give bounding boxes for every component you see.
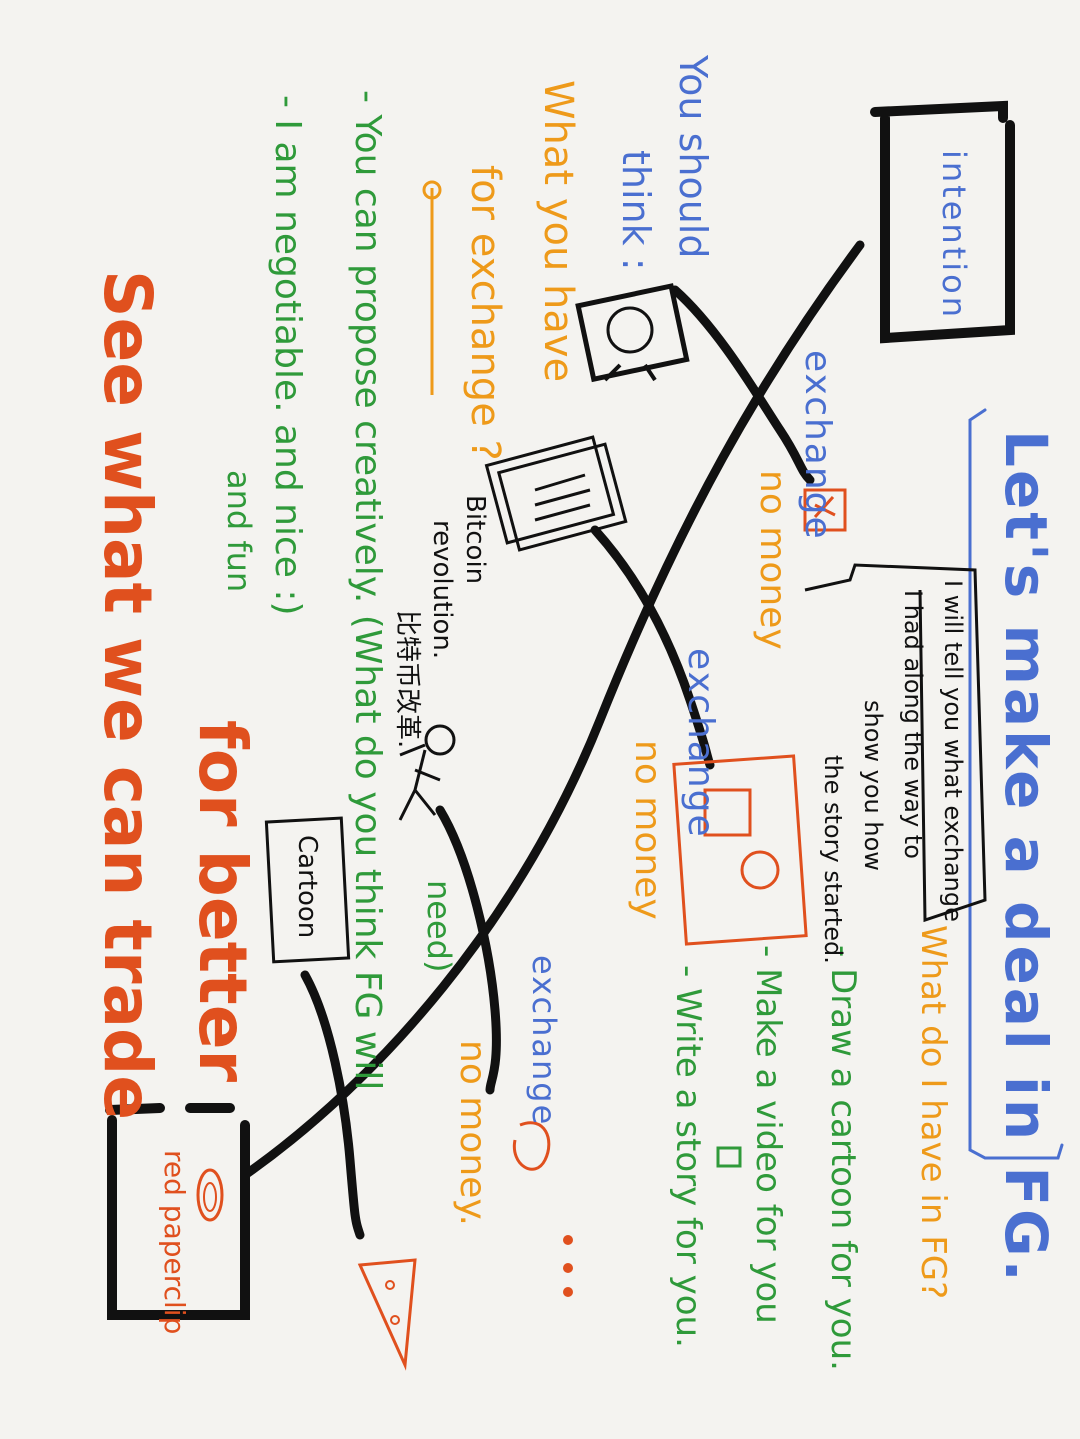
no-money-label: no money. [452, 1040, 493, 1226]
fun-note: and fun [220, 470, 258, 593]
footer-line: See what we can trade [89, 270, 166, 1121]
dot-icon [563, 1287, 573, 1297]
propose-note-end: need) [420, 880, 458, 973]
think-line: think : [614, 150, 658, 271]
branch-line-middle [590, 525, 715, 770]
bitcoin-line: Bitcoin [460, 495, 490, 585]
think-line: What you have [535, 80, 581, 383]
exchange-label: exchange [680, 648, 721, 839]
no-money-label: no money [627, 740, 668, 920]
footer-line: for better [184, 720, 261, 1083]
tv-icon [575, 283, 690, 383]
negotiable-note: - I am negotiable. and nice :) [267, 95, 308, 616]
offer-item: - Make a video for you [748, 945, 788, 1324]
no-money-label: no money [752, 470, 793, 650]
food-icon [512, 1121, 551, 1171]
offer-item: - Draw a cartoon for you. [823, 945, 863, 1371]
intention-box [870, 100, 1015, 344]
think-line: You should [671, 55, 715, 259]
person-icon [398, 724, 456, 821]
paperclip-label: red paperclip [158, 1150, 191, 1335]
dot-icon [563, 1263, 573, 1273]
story-box [804, 563, 987, 923]
offers-question: What do I have in FG? [913, 925, 953, 1300]
story-line: I will tell you what exchange [939, 580, 967, 922]
bitcoin-line: 比特币改革. [392, 610, 422, 749]
flower-picture-icon [672, 754, 808, 946]
branch-line-lower [435, 805, 501, 1095]
page-title: Let's make a deal in FG. [992, 430, 1060, 1285]
think-line: for exchange ? [462, 165, 508, 461]
story-line: show you how [859, 700, 887, 871]
cartoon-box [264, 816, 351, 964]
story-line: the story started. [819, 755, 847, 964]
document-icon [484, 435, 628, 552]
story-line: I had along the way to [899, 590, 927, 859]
branch-line-bottom [300, 970, 365, 1240]
bitcoin-line: revolution. [427, 520, 457, 660]
branch-line-top [670, 285, 815, 485]
exchange-label: exchange [525, 955, 563, 1127]
exchange-arrow [422, 180, 442, 395]
paperclip-box [105, 1103, 250, 1320]
film-icon [803, 488, 847, 532]
computer-icon [716, 1146, 742, 1168]
pizza-icon [357, 1258, 417, 1371]
cartoon-label: Cartoon [292, 835, 322, 939]
propose-note: - You can propose creatively. (What do y… [347, 90, 388, 1091]
intention-label: intention [935, 150, 973, 320]
offer-item: - Write a story for you. [668, 965, 708, 1348]
paperclip-icon [196, 1168, 224, 1222]
dot-icon [563, 1235, 573, 1245]
exchange-label: exchange [797, 350, 838, 541]
title-bracket [968, 408, 1064, 1160]
main-path-line [240, 240, 865, 1180]
